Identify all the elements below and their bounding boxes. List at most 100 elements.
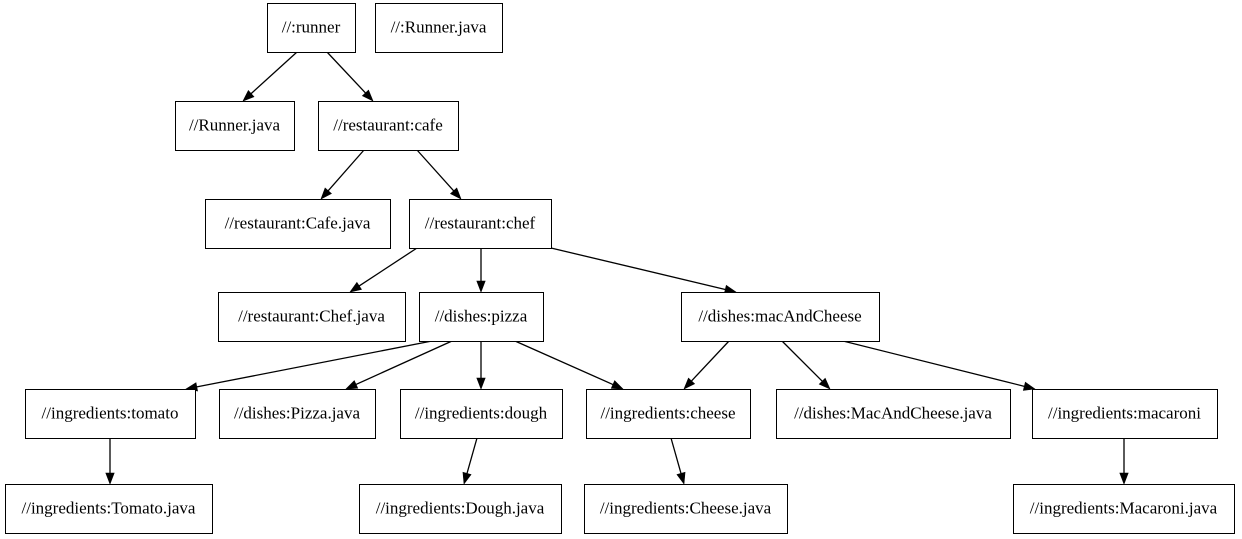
graph-node-cafe_java[interactable]: //restaurant:Cafe.java xyxy=(204,198,392,250)
edge-line xyxy=(550,247,726,291)
node-label: //ingredients:dough xyxy=(415,403,548,422)
arrowhead-icon xyxy=(476,377,486,390)
node-label: //ingredients:Cheese.java xyxy=(600,498,772,517)
node-box[interactable] xyxy=(1031,388,1219,440)
node-box[interactable] xyxy=(775,388,1012,440)
graph-edge xyxy=(105,438,115,485)
arrowhead-icon xyxy=(683,377,696,390)
edge-line xyxy=(327,149,365,192)
node-box[interactable] xyxy=(266,2,357,54)
node-label: //ingredients:Tomato.java xyxy=(22,498,196,517)
graph-node-dishes_mac[interactable]: //dishes:macAndCheese xyxy=(680,291,881,343)
graph-edge xyxy=(242,51,298,102)
graph-edge xyxy=(683,340,730,390)
node-box[interactable] xyxy=(585,388,752,440)
arrowhead-icon xyxy=(361,89,374,102)
node-label: //restaurant:Chef.java xyxy=(238,306,385,325)
arrowhead-icon xyxy=(462,471,472,485)
arrowhead-icon xyxy=(242,89,255,102)
edge-line xyxy=(842,340,1025,387)
node-box[interactable] xyxy=(204,198,392,250)
node-box[interactable] xyxy=(217,291,407,343)
arrowhead-icon xyxy=(349,281,362,293)
node-box[interactable] xyxy=(4,483,214,535)
edge-line xyxy=(781,340,823,382)
node-label: //dishes:Pizza.java xyxy=(234,403,361,422)
arrowhead-icon xyxy=(345,380,359,390)
graph-edge xyxy=(185,340,433,392)
node-box[interactable] xyxy=(399,388,564,440)
node-label: //ingredients:Macaroni.java xyxy=(1030,498,1218,517)
node-label: //ingredients:Dough.java xyxy=(376,498,545,517)
graph-edge xyxy=(416,149,462,200)
node-label: //ingredients:macaroni xyxy=(1048,403,1201,422)
node-box[interactable] xyxy=(358,483,563,535)
nodes-layer: //:runner //:Runner.java //Runner.java //re… xyxy=(4,2,1236,535)
node-box[interactable] xyxy=(174,100,296,152)
graph-edge xyxy=(1119,438,1129,485)
graph-node-ing_tomato[interactable]: //ingredients:tomato xyxy=(24,388,197,440)
graph-edge xyxy=(550,247,737,294)
graph-edge xyxy=(842,340,1036,391)
arrowhead-icon xyxy=(476,280,486,293)
graph-node-runner[interactable]: //:runner xyxy=(266,2,357,54)
edge-line xyxy=(250,51,298,95)
graph-node-dishes_pizza[interactable]: //dishes:pizza xyxy=(418,291,545,343)
graph-node-restaurant_chef[interactable]: //restaurant:chef xyxy=(408,198,553,250)
node-box[interactable] xyxy=(680,291,881,343)
node-label: //ingredients:tomato xyxy=(42,403,179,422)
node-box[interactable] xyxy=(408,198,553,250)
graph-node-ing_cheese[interactable]: //ingredients:cheese xyxy=(585,388,752,440)
arrowhead-icon xyxy=(105,472,115,485)
graph-node-cheese_java[interactable]: //ingredients:Cheese.java xyxy=(583,483,789,535)
node-box[interactable] xyxy=(418,291,545,343)
edge-line xyxy=(196,340,433,388)
graph-node-ing_macaroni[interactable]: //ingredients:macaroni xyxy=(1031,388,1219,440)
node-box[interactable] xyxy=(583,483,789,535)
graph-node-runner_java[interactable]: //Runner.java xyxy=(174,100,296,152)
graph-node-mac_java[interactable]: //dishes:MacAndCheese.java xyxy=(775,388,1012,440)
node-label: //restaurant:Cafe.java xyxy=(225,213,371,232)
node-label: //restaurant:chef xyxy=(425,213,536,232)
graph-node-tomato_java[interactable]: //ingredients:Tomato.java xyxy=(4,483,214,535)
graph-edge xyxy=(462,437,478,485)
edge-line xyxy=(326,51,366,94)
arrowhead-icon xyxy=(1022,381,1036,391)
node-box[interactable] xyxy=(218,388,377,440)
graph-node-runner_java_root[interactable]: //:Runner.java xyxy=(374,2,504,54)
graph-node-macaroni_java[interactable]: //ingredients:Macaroni.java xyxy=(1012,483,1236,535)
graph-edge xyxy=(345,340,453,390)
graph-edge xyxy=(320,149,365,200)
node-box[interactable] xyxy=(317,100,460,152)
graph-edge xyxy=(670,437,686,485)
edge-line xyxy=(514,340,614,386)
edge-line xyxy=(670,437,682,474)
graph-edge xyxy=(326,51,374,102)
node-label: //dishes:macAndCheese xyxy=(698,306,861,325)
graph-node-ing_dough[interactable]: //ingredients:dough xyxy=(399,388,564,440)
edge-line xyxy=(416,149,455,192)
node-box[interactable] xyxy=(374,2,504,54)
graph-edge xyxy=(476,248,486,293)
edge-line xyxy=(466,437,478,474)
edge-line xyxy=(355,340,453,386)
node-label: //dishes:pizza xyxy=(435,306,528,325)
graph-node-dough_java[interactable]: //ingredients:Dough.java xyxy=(358,483,563,535)
node-label: //Runner.java xyxy=(189,115,281,134)
edges-layer xyxy=(105,51,1129,485)
edge-line xyxy=(358,247,418,287)
graph-edge xyxy=(476,341,486,390)
node-box[interactable] xyxy=(1012,483,1236,535)
node-label: //:Runner.java xyxy=(391,17,487,36)
node-box[interactable] xyxy=(24,388,197,440)
graph-node-pizza_java[interactable]: //dishes:Pizza.java xyxy=(218,388,377,440)
arrowhead-icon xyxy=(450,187,462,200)
node-label: //:runner xyxy=(282,17,341,36)
graph-edge xyxy=(781,340,831,390)
edge-line xyxy=(691,340,730,382)
graph-node-chef_java[interactable]: //restaurant:Chef.java xyxy=(217,291,407,343)
graph-node-restaurant_cafe[interactable]: //restaurant:cafe xyxy=(317,100,460,152)
arrowhead-icon xyxy=(610,380,624,390)
